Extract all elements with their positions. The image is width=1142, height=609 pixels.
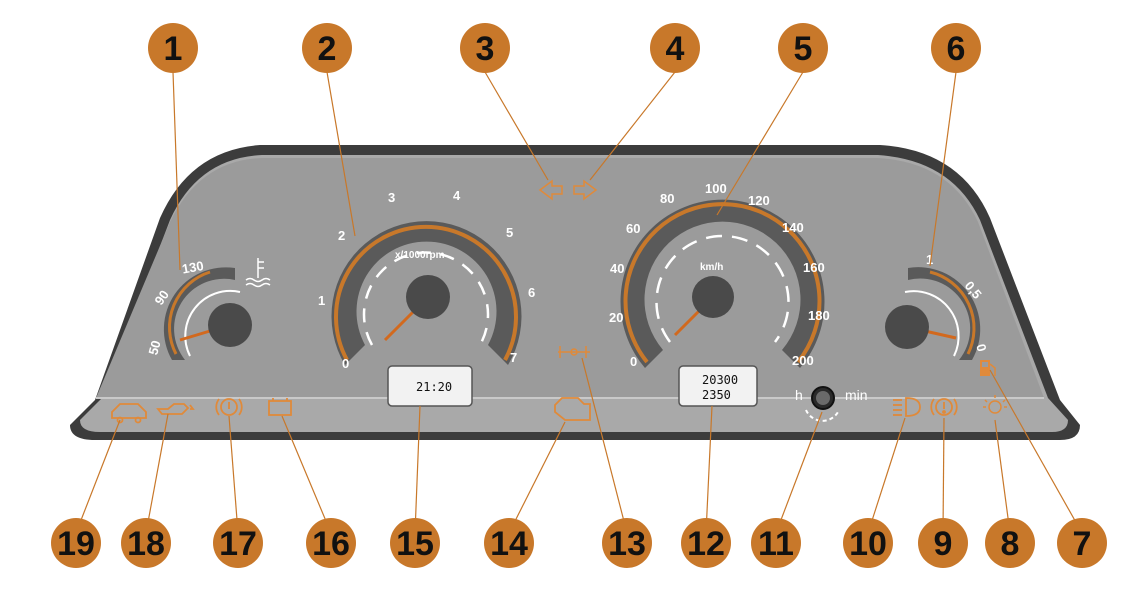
clock-adjust-knob[interactable]: h min [795, 386, 868, 422]
speedometer-tick-180: 180 [808, 308, 830, 323]
callout-2: 2 [302, 23, 352, 73]
cluster-housing [70, 145, 1080, 440]
oil-pressure-icon [156, 403, 195, 415]
sidelight-icon [983, 395, 1007, 414]
speedometer: km/h 0 20 40 60 80 100 120 140 160 180 2… [609, 181, 830, 369]
tachometer-tick-0: 0 [342, 356, 349, 371]
speedometer-tick-40: 40 [610, 261, 624, 276]
callout-15: 15 [390, 518, 440, 568]
svg-text:8: 8 [1001, 525, 1020, 563]
glow-plug-icon [558, 346, 590, 358]
svg-text:11: 11 [758, 525, 794, 563]
callout-7: 7 [1057, 518, 1107, 568]
callout-18: 18 [121, 518, 171, 568]
svg-text:15: 15 [396, 525, 434, 563]
callout-4: 4 [650, 23, 700, 73]
svg-text:10: 10 [849, 525, 887, 563]
tachometer-tick-4: 4 [453, 188, 461, 203]
tachometer-tick-5: 5 [506, 225, 513, 240]
speedometer-tick-20: 20 [609, 310, 623, 325]
speedometer-tick-160: 160 [803, 260, 825, 275]
clock-display: 21:20 [387, 365, 473, 407]
clock-time: 21:20 [416, 380, 452, 394]
clock-hours-label: h [795, 387, 803, 403]
fuel-needle-hub [885, 305, 929, 349]
speedometer-tick-120: 120 [748, 193, 770, 208]
svg-text:12: 12 [687, 525, 725, 563]
clock-minutes-label: min [845, 387, 868, 403]
svg-text:18: 18 [127, 525, 165, 563]
temperature-tick-50: 50 [145, 339, 163, 357]
callout-17: 17 [213, 518, 263, 568]
leader-lines [75, 71, 1083, 534]
headlight-icon [893, 397, 921, 417]
callout-5: 5 [778, 23, 828, 73]
svg-text:19: 19 [57, 525, 95, 563]
temperature-needle-hub [208, 303, 252, 347]
fuel-gauge: 0 0,5 1 [885, 252, 996, 376]
door-open-icon [111, 403, 147, 424]
speedometer-unit: km/h [700, 262, 723, 273]
tachometer-tick-7: 7 [510, 350, 517, 365]
callout-9: 9 [918, 518, 968, 568]
svg-text:2: 2 [318, 30, 337, 68]
speedometer-tick-140: 140 [782, 220, 804, 235]
left-turn-arrow-icon [538, 179, 563, 201]
svg-text:14: 14 [490, 525, 528, 563]
svg-text:3: 3 [476, 30, 495, 68]
speedometer-tick-60: 60 [626, 221, 640, 236]
coolant-temperature-icon [245, 258, 271, 288]
general-warning-icon [930, 398, 958, 416]
callout-10: 10 [843, 518, 893, 568]
speedometer-needle-hub [692, 276, 734, 318]
tachometer-needle-hub [406, 275, 450, 319]
callout-6: 6 [931, 23, 981, 73]
svg-text:17: 17 [219, 525, 257, 563]
speedometer-tick-100: 100 [705, 181, 727, 196]
svg-text:16: 16 [312, 525, 350, 563]
fuel-pump-icon [980, 360, 996, 376]
callout-markers: 1 2 3 4 5 6 7 8 9 10 11 12 13 14 15 16 1… [51, 23, 1107, 568]
tachometer-unit: x/1000rpm [395, 250, 445, 261]
svg-text:9: 9 [934, 525, 953, 563]
svg-text:13: 13 [608, 525, 646, 563]
odometer-display: 20300 2350 [678, 365, 758, 407]
tachometer-tick-2: 2 [338, 228, 345, 243]
callout-19: 19 [51, 518, 101, 568]
callout-3: 3 [460, 23, 510, 73]
temperature-gauge: 50 90 130 [145, 258, 271, 360]
battery-icon [268, 398, 292, 416]
temperature-tick-90: 90 [151, 287, 172, 307]
svg-text:7: 7 [1073, 525, 1092, 563]
svg-text:1: 1 [164, 30, 183, 68]
callout-14: 14 [484, 518, 534, 568]
right-turn-arrow-icon [573, 179, 598, 201]
svg-text:4: 4 [666, 30, 685, 68]
temperature-tick-130: 130 [181, 258, 205, 277]
svg-text:6: 6 [947, 30, 966, 68]
speedometer-tick-80: 80 [660, 191, 674, 206]
fuel-tick-0: 0 [973, 342, 989, 353]
odometer-trip: 2350 [702, 388, 731, 402]
brake-icon [215, 398, 243, 416]
speedometer-tick-200: 200 [792, 353, 814, 368]
check-engine-icon [554, 397, 591, 421]
tachometer-tick-1: 1 [318, 293, 325, 308]
callout-12: 12 [681, 518, 731, 568]
callout-8: 8 [985, 518, 1035, 568]
callout-13: 13 [602, 518, 652, 568]
callout-16: 16 [306, 518, 356, 568]
tachometer: x/1000rpm 0 1 2 3 4 5 6 7 [318, 188, 535, 371]
speedometer-tick-0: 0 [630, 354, 637, 369]
callout-11: 11 [751, 518, 801, 568]
tachometer-tick-3: 3 [388, 190, 395, 205]
fuel-tick-1: 1 [926, 252, 933, 267]
callout-1: 1 [148, 23, 198, 73]
tachometer-tick-6: 6 [528, 285, 535, 300]
svg-text:5: 5 [794, 30, 813, 68]
odometer-total: 20300 [702, 373, 738, 387]
